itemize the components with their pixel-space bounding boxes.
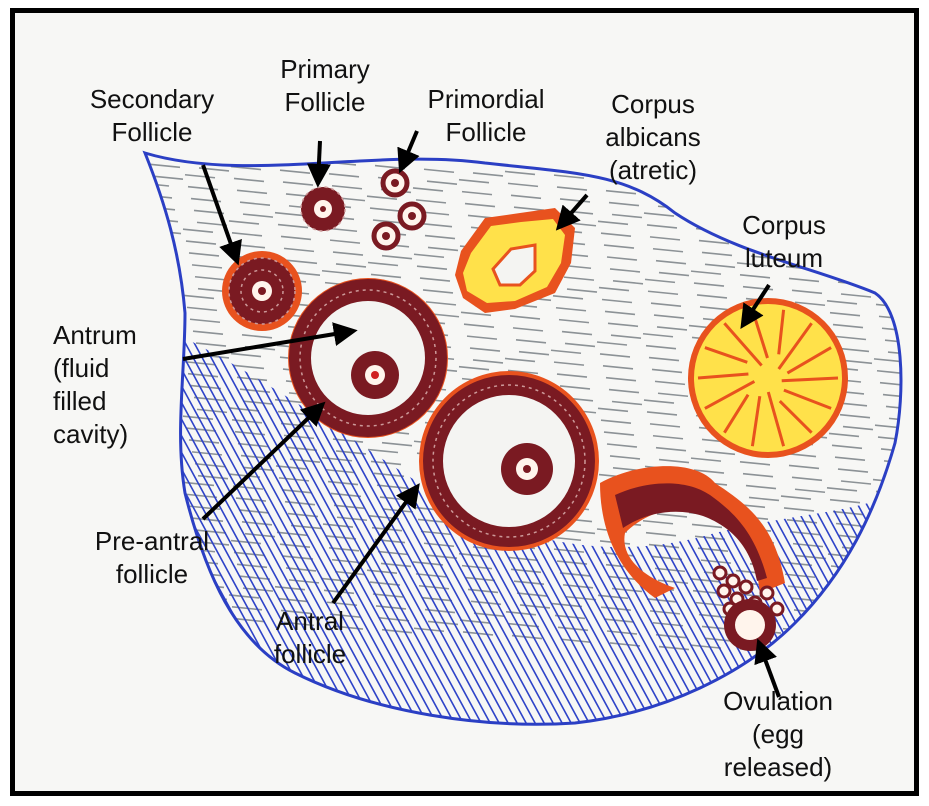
label-corpus-albicans: Corpus albicans (atretic) xyxy=(593,88,713,187)
ruptured-follicle xyxy=(600,466,785,651)
label-primary-follicle: Primary Follicle xyxy=(265,53,385,119)
primary-follicle xyxy=(301,187,345,231)
label-ovulation: Ovulation (egg released) xyxy=(703,685,853,784)
label-antrum: Antrum (fluid filled cavity) xyxy=(53,319,183,451)
label-corpus-luteum: Corpus luteum xyxy=(719,209,849,275)
arrow-secondary-follicle xyxy=(203,165,237,261)
label-secondary-follicle: Secondary Follicle xyxy=(77,83,227,149)
label-pre-antral-follicle: Pre-antral follicle xyxy=(77,525,227,591)
label-antral-follicle: Antral follicle xyxy=(255,605,365,671)
diagram-frame: Secondary Follicle Primary Follicle Prim… xyxy=(10,8,919,796)
corpus-albicans xyxy=(455,208,575,313)
secondary-follicle xyxy=(222,251,302,331)
arrow-primary-follicle xyxy=(318,141,320,183)
arrow-antral-follicle xyxy=(333,487,417,603)
corpus-luteum xyxy=(688,298,848,458)
label-primordial-follicle: Primordial Follicle xyxy=(411,83,561,149)
antral-follicle xyxy=(419,371,599,551)
